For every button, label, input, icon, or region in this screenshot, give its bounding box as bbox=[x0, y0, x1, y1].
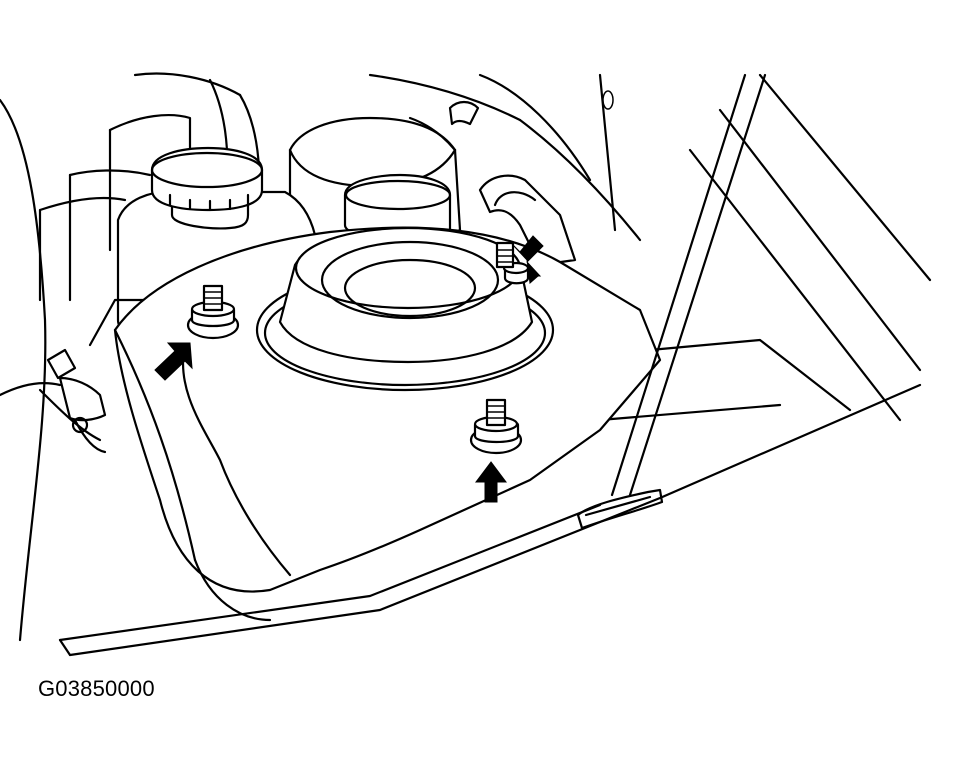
figure-code-label: G03850000 bbox=[38, 676, 155, 701]
fender-edge bbox=[58, 383, 922, 657]
mounting-nut-right bbox=[495, 241, 530, 285]
air-intake-duct bbox=[288, 116, 462, 244]
callout-arrow-left bbox=[154, 342, 193, 381]
wiring-harness bbox=[0, 298, 152, 454]
callout-arrow-bottom bbox=[475, 461, 507, 503]
callout-arrow-right bbox=[511, 235, 544, 284]
mounting-nut-left bbox=[186, 284, 240, 340]
engine-bay-background bbox=[0, 72, 932, 642]
mounting-nut-center bbox=[469, 398, 523, 455]
strut-mount bbox=[255, 226, 555, 392]
